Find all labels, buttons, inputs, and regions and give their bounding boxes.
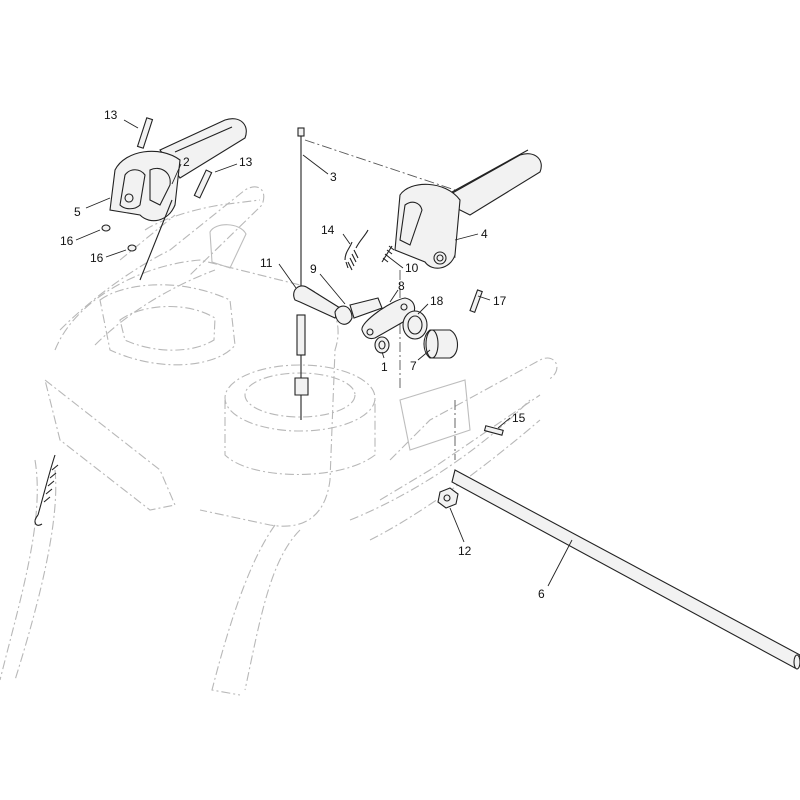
spacer-7: [423, 329, 459, 359]
callout-3: 3: [330, 170, 337, 184]
callout-8: 8: [398, 279, 405, 293]
shaft-6: [451, 469, 800, 670]
callout-14: 14: [321, 223, 335, 237]
callout-labels: 13 13 2 5 16 16 3 4 14 10 11 9 8 18 17 1…: [60, 108, 545, 601]
callout-16: 16: [60, 234, 74, 248]
callout-4: 4: [481, 227, 488, 241]
linkage-9: [334, 297, 383, 325]
callout-12: 12: [458, 544, 472, 558]
callout-2: 2: [183, 155, 190, 169]
left-handle-lever: [109, 118, 247, 222]
callout-15: 15: [512, 411, 526, 425]
callout-13: 13: [104, 108, 118, 122]
cable-2: [139, 199, 173, 281]
callout-18: 18: [430, 294, 444, 308]
small-hardware: [101, 224, 137, 252]
spring-10: [381, 245, 395, 263]
nut-12: [437, 487, 459, 509]
bushing-18: [402, 310, 428, 340]
callout-17: 17: [493, 294, 507, 308]
callout-16: 16: [90, 251, 104, 265]
right-handle-lever: [394, 149, 542, 269]
leader-lines: [75, 119, 573, 587]
callout-13: 13: [239, 155, 253, 169]
pin-parts: [136, 117, 483, 314]
callout-11: 11: [260, 256, 273, 270]
extension-spring: [34, 454, 59, 526]
callout-1: 1: [381, 360, 388, 374]
callout-7: 7: [410, 359, 417, 373]
callout-6: 6: [538, 587, 545, 601]
callout-5: 5: [74, 205, 81, 219]
link-plate-8: [361, 297, 416, 340]
machine-outline: [0, 139, 558, 696]
spring-14: [344, 229, 369, 271]
pin-15: [483, 425, 504, 436]
callout-10: 10: [405, 261, 419, 275]
callout-9: 9: [310, 262, 317, 276]
washer-1: [374, 336, 390, 354]
